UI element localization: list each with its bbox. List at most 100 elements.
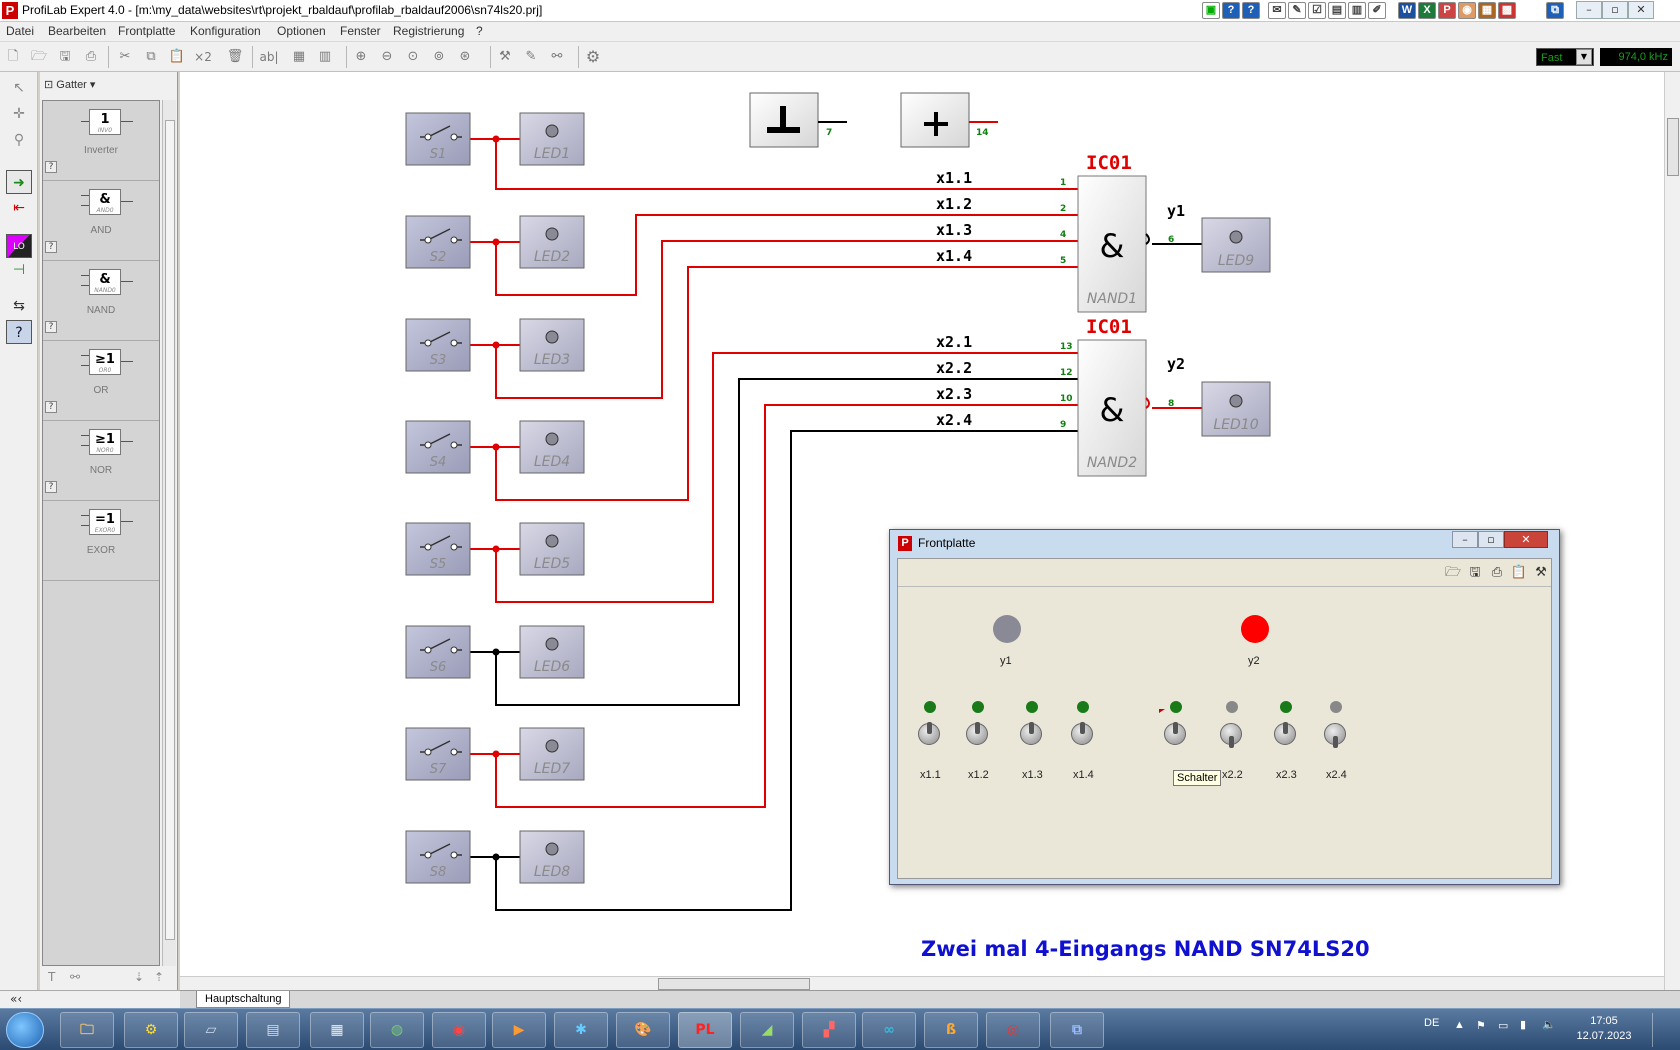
calendar-icon[interactable]: ▦ (1478, 2, 1496, 19)
palette-item-and[interactable]: &AND0 AND ? (43, 181, 159, 261)
note-app-icon[interactable]: ß (924, 1012, 978, 1048)
switch-4[interactable]: S4 (405, 420, 471, 474)
collapse-icon[interactable]: «‹ (10, 992, 23, 1006)
monitor-icon[interactable]: ▭ (1498, 1020, 1509, 1032)
puzzle-app-icon[interactable]: ▞ (802, 1012, 856, 1048)
close-button[interactable]: ✕ (1628, 1, 1654, 19)
tray-arrow-icon[interactable]: ▲ (1454, 1019, 1465, 1031)
minimize-button[interactable]: – (1576, 1, 1602, 19)
menu-bearbeiten[interactable]: Bearbeiten (48, 24, 107, 38)
paste-icon[interactable]: 📋 (168, 49, 186, 64)
gear-app-icon[interactable]: ⚙ (124, 1012, 178, 1048)
chrome-icon[interactable]: ◉ (432, 1012, 486, 1048)
palette-scrollbar[interactable] (162, 100, 176, 966)
tab-hauptschaltung[interactable]: Hauptschaltung (196, 991, 291, 1008)
calculator-icon[interactable]: ▦ (310, 1012, 364, 1048)
cut-icon[interactable]: ✂ (119, 49, 131, 64)
mail-icon[interactable]: ✉ (1268, 2, 1286, 19)
chevron-down-icon[interactable]: ▼ (1576, 49, 1592, 65)
led-8[interactable]: LED8 (519, 830, 585, 884)
arduino-icon[interactable]: ∞ (862, 1012, 916, 1048)
help-pointer-icon[interactable]: ? (6, 320, 32, 344)
palette-item-nand[interactable]: &NAND0 NAND ? (43, 261, 159, 341)
open-folder-icon[interactable]: 🗁 (30, 49, 48, 64)
print-icon[interactable]: ⎙ (1491, 565, 1503, 580)
grid2-icon[interactable]: ▥ (318, 49, 332, 64)
clipboard-icon[interactable]: 📋 (1510, 565, 1528, 580)
zoom-in-icon[interactable]: ⊕ (355, 49, 367, 64)
word-icon[interactable]: W (1398, 2, 1416, 19)
menu-help[interactable]: ? (476, 24, 483, 38)
toggle-switch-x1.2[interactable] (966, 722, 988, 745)
nand2-gate[interactable]: & NAND2 (1077, 339, 1147, 477)
switch-1[interactable]: S1 (405, 112, 471, 166)
zoom-fit-icon[interactable]: ⊙ (407, 49, 419, 64)
paint-app-icon[interactable]: 🎨 (616, 1012, 670, 1048)
window-app-icon[interactable]: ⧉ (1050, 1012, 1104, 1048)
menu-konfiguration[interactable]: Konfiguration (190, 24, 261, 38)
toggle-switch-x2.4[interactable] (1324, 723, 1346, 748)
vertical-scrollbar[interactable] (1664, 72, 1680, 990)
fp-maximize-button[interactable]: ▫ (1478, 531, 1504, 548)
help2-icon[interactable]: ? (1242, 2, 1260, 19)
help-badge[interactable]: ? (45, 401, 57, 413)
save-icon[interactable]: 🖫 (1469, 565, 1481, 580)
star-app-icon[interactable]: ✱ (554, 1012, 608, 1048)
maximize-button[interactable]: ▫ (1602, 1, 1628, 19)
pin-down-icon[interactable]: ⇣ (134, 970, 145, 984)
zoom-out-icon[interactable]: ⊖ (381, 49, 393, 64)
help-badge[interactable]: ? (45, 241, 57, 253)
horizontal-scrollbar[interactable] (180, 976, 1664, 990)
zoom-100-icon[interactable]: ⊚ (433, 49, 445, 64)
clock-time[interactable]: 17:05 (1590, 1015, 1618, 1027)
edit-icon[interactable]: ✐ (1368, 2, 1386, 19)
zoom-all-icon[interactable]: ⊛ (459, 49, 471, 64)
print-icon[interactable]: ⎙ (85, 49, 97, 64)
tools-icon[interactable]: ⚒ (499, 49, 511, 64)
stop-icon[interactable]: ⇤ (13, 200, 25, 216)
led9[interactable]: LED9 (1201, 217, 1271, 273)
menu-datei[interactable]: Datei (6, 24, 35, 38)
menu-fenster[interactable]: Fenster (340, 24, 381, 38)
toggle-switch-x1.3[interactable] (1020, 722, 1042, 745)
led-4[interactable]: LED4 (519, 420, 585, 474)
chart-app-icon[interactable]: ◢ (740, 1012, 794, 1048)
swap-icon[interactable]: ⇆ (13, 298, 25, 314)
toggle-switch-x1.4[interactable] (1071, 722, 1093, 745)
toggle-switch-x1.1[interactable] (918, 722, 940, 745)
switch-3[interactable]: S3 (405, 318, 471, 372)
help-badge[interactable]: ? (45, 481, 57, 493)
tablet-app-icon[interactable]: ▱ (184, 1012, 238, 1048)
powerpoint-icon[interactable]: P (1438, 2, 1456, 19)
fp-minimize-button[interactable]: – (1452, 531, 1478, 548)
led10[interactable]: LED10 (1201, 381, 1271, 437)
scroll-thumb[interactable] (165, 120, 175, 940)
tool-app-icon[interactable]: ▩ (1498, 2, 1516, 19)
nand1-gate[interactable]: & NAND1 (1077, 175, 1147, 313)
stack-app-icon[interactable]: ▤ (246, 1012, 300, 1048)
help-badge[interactable]: ? (45, 321, 57, 333)
pointer-icon[interactable]: ↖ (13, 80, 25, 96)
language-indicator[interactable]: DE (1424, 1017, 1440, 1029)
new-file-icon[interactable]: 🗋 (7, 49, 19, 64)
switch-5[interactable]: S5 (405, 522, 471, 576)
magnifier-icon[interactable]: ⚲ (13, 132, 25, 148)
toggle-switch-x2.2[interactable] (1220, 723, 1242, 748)
duplicate-icon[interactable]: ×2 (194, 50, 212, 64)
led-3[interactable]: LED3 (519, 318, 585, 372)
switch-8[interactable]: S8 (405, 830, 471, 884)
wire-icon[interactable]: ⚯ (551, 49, 563, 64)
image-app-icon[interactable]: ◉ (1458, 2, 1476, 19)
text-tool-icon[interactable]: T (48, 970, 56, 984)
ring-app-icon[interactable]: ◎ (986, 1012, 1040, 1048)
note-icon[interactable]: ✎ (1288, 2, 1306, 19)
task-icon[interactable]: ☑ (1308, 2, 1326, 19)
gnd-symbol[interactable]: 7 (749, 92, 847, 148)
copy-icon[interactable]: ⧉ (146, 49, 156, 64)
flag-icon[interactable]: ⚑ (1476, 1020, 1486, 1032)
card-icon[interactable]: ▤ (1328, 2, 1346, 19)
menu-registrierung[interactable]: Registrierung (393, 24, 465, 38)
